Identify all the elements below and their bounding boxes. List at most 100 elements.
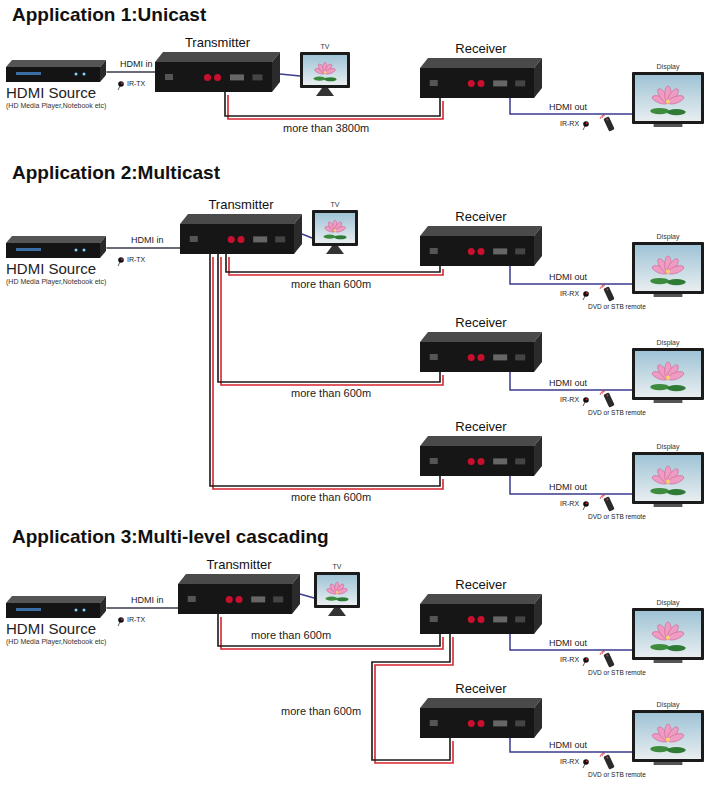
hdmi-cable — [510, 738, 632, 752]
box-label: Transmitter — [178, 556, 300, 574]
transmitter-box: Transmitter — [180, 196, 302, 254]
remote-label: DVD or STB remote — [588, 513, 646, 521]
cable-label: more than 600m — [290, 491, 372, 504]
tx-drawing — [155, 52, 280, 92]
hdmi-cable — [302, 234, 312, 238]
remote-icon — [600, 115, 615, 132]
ir-tx-sensor — [118, 257, 124, 266]
box-label: Receiver — [420, 314, 542, 332]
hdmi-line — [302, 234, 312, 238]
hdmi-line — [510, 266, 632, 284]
cable-label: HDMI out — [548, 102, 588, 112]
device-body — [6, 236, 106, 260]
box-label: Display — [632, 700, 704, 710]
cable-label: more than 3800m — [282, 122, 370, 135]
receiver-box: Receiver — [420, 314, 542, 372]
remote-icon — [600, 651, 615, 668]
device-body — [420, 332, 542, 372]
device-label: HDMI Source — [6, 620, 106, 637]
network-cable — [218, 254, 443, 385]
hdmi-line — [510, 634, 632, 650]
device-label: HDMI Source — [6, 84, 106, 101]
box-label: Transmitter — [180, 196, 302, 214]
tv-drawing — [312, 210, 358, 254]
box-label: Receiver — [420, 208, 542, 226]
ir-label: IR-RX — [560, 656, 579, 664]
ir-tx-sensor — [118, 81, 124, 90]
transmitter-box: Transmitter — [155, 34, 280, 92]
tv-screen: TV — [300, 42, 350, 96]
device-body — [420, 226, 542, 266]
receiver-box: Receiver — [420, 40, 542, 98]
ir-label: IR-TX — [127, 256, 145, 264]
remote-label: DVD or STB remote — [588, 771, 646, 779]
rx-drawing — [420, 226, 542, 266]
rx-drawing — [420, 436, 542, 476]
cable-black — [226, 254, 440, 272]
display-screen: Display — [632, 62, 704, 128]
hdmi-line — [510, 738, 632, 752]
remote-label: DVD or STB remote — [588, 409, 646, 417]
section-heading: Application 3:Multi-level cascading — [12, 526, 329, 548]
cable-label: more than 600m — [290, 278, 372, 291]
tx-drawing — [178, 574, 300, 614]
device-body — [6, 60, 106, 84]
device-label: HDMI Source — [6, 260, 106, 277]
disp-drawing — [632, 242, 704, 298]
cable-label: HDMI out — [548, 638, 588, 648]
tv-drawing — [314, 572, 360, 616]
box-label: TV — [312, 200, 358, 210]
remote-icon — [600, 285, 615, 302]
device-body — [420, 436, 542, 476]
device-body — [632, 242, 704, 298]
hdmi-cable — [510, 476, 632, 494]
box-label: TV — [314, 562, 360, 572]
tx-drawing — [180, 214, 302, 254]
device-body — [300, 52, 350, 96]
box-label: Receiver — [420, 40, 542, 58]
hdmi-cable — [510, 634, 632, 650]
device-body — [314, 572, 360, 616]
device-body — [632, 348, 704, 404]
cable-red — [221, 257, 443, 385]
cable-label: more than 600m — [250, 629, 332, 642]
device-body — [180, 214, 302, 254]
ir-label: IR-RX — [560, 500, 579, 508]
device-body — [155, 52, 280, 92]
display-screen: Display — [632, 598, 704, 664]
box-label: Display — [632, 232, 704, 242]
cable-label: HDMI in — [130, 235, 165, 245]
hdmi-cable — [510, 372, 632, 390]
tv-screen: TV — [314, 562, 360, 616]
ir-label: IR-RX — [560, 290, 579, 298]
ir-rx-sensor — [583, 657, 589, 666]
hdmi-line — [280, 74, 300, 76]
ir-rx-sensor — [583, 759, 589, 768]
hdmi-cable — [510, 98, 632, 114]
cable-label: more than 600m — [290, 387, 372, 400]
hdmi-cable — [300, 594, 314, 598]
box-label: Receiver — [420, 576, 542, 594]
device-body — [420, 594, 542, 634]
cable-label: HDMI out — [548, 378, 588, 388]
ir-label: IR-RX — [560, 758, 579, 766]
device-label: (HD Media Player,Notebook etc) — [6, 277, 106, 286]
cable-label: HDMI out — [548, 740, 588, 750]
hdmi-source: HDMI Source(HD Media Player,Notebook etc… — [6, 596, 106, 646]
device-body — [632, 452, 704, 508]
remote-icon — [600, 391, 615, 408]
cable-label: HDMI out — [548, 482, 588, 492]
rx-drawing — [420, 58, 542, 98]
hdmi-line — [106, 71, 155, 73]
remote-icon — [600, 753, 615, 770]
hdmi-line — [510, 372, 632, 390]
disp-drawing — [632, 710, 704, 766]
ir-tx-sensor — [118, 617, 124, 626]
cable-label: HDMI in — [119, 59, 154, 69]
device-body — [178, 574, 300, 614]
cable-red — [213, 257, 443, 489]
receiver-box: Receiver — [420, 576, 542, 634]
box-label: Receiver — [420, 680, 542, 698]
cable-black — [218, 254, 440, 382]
